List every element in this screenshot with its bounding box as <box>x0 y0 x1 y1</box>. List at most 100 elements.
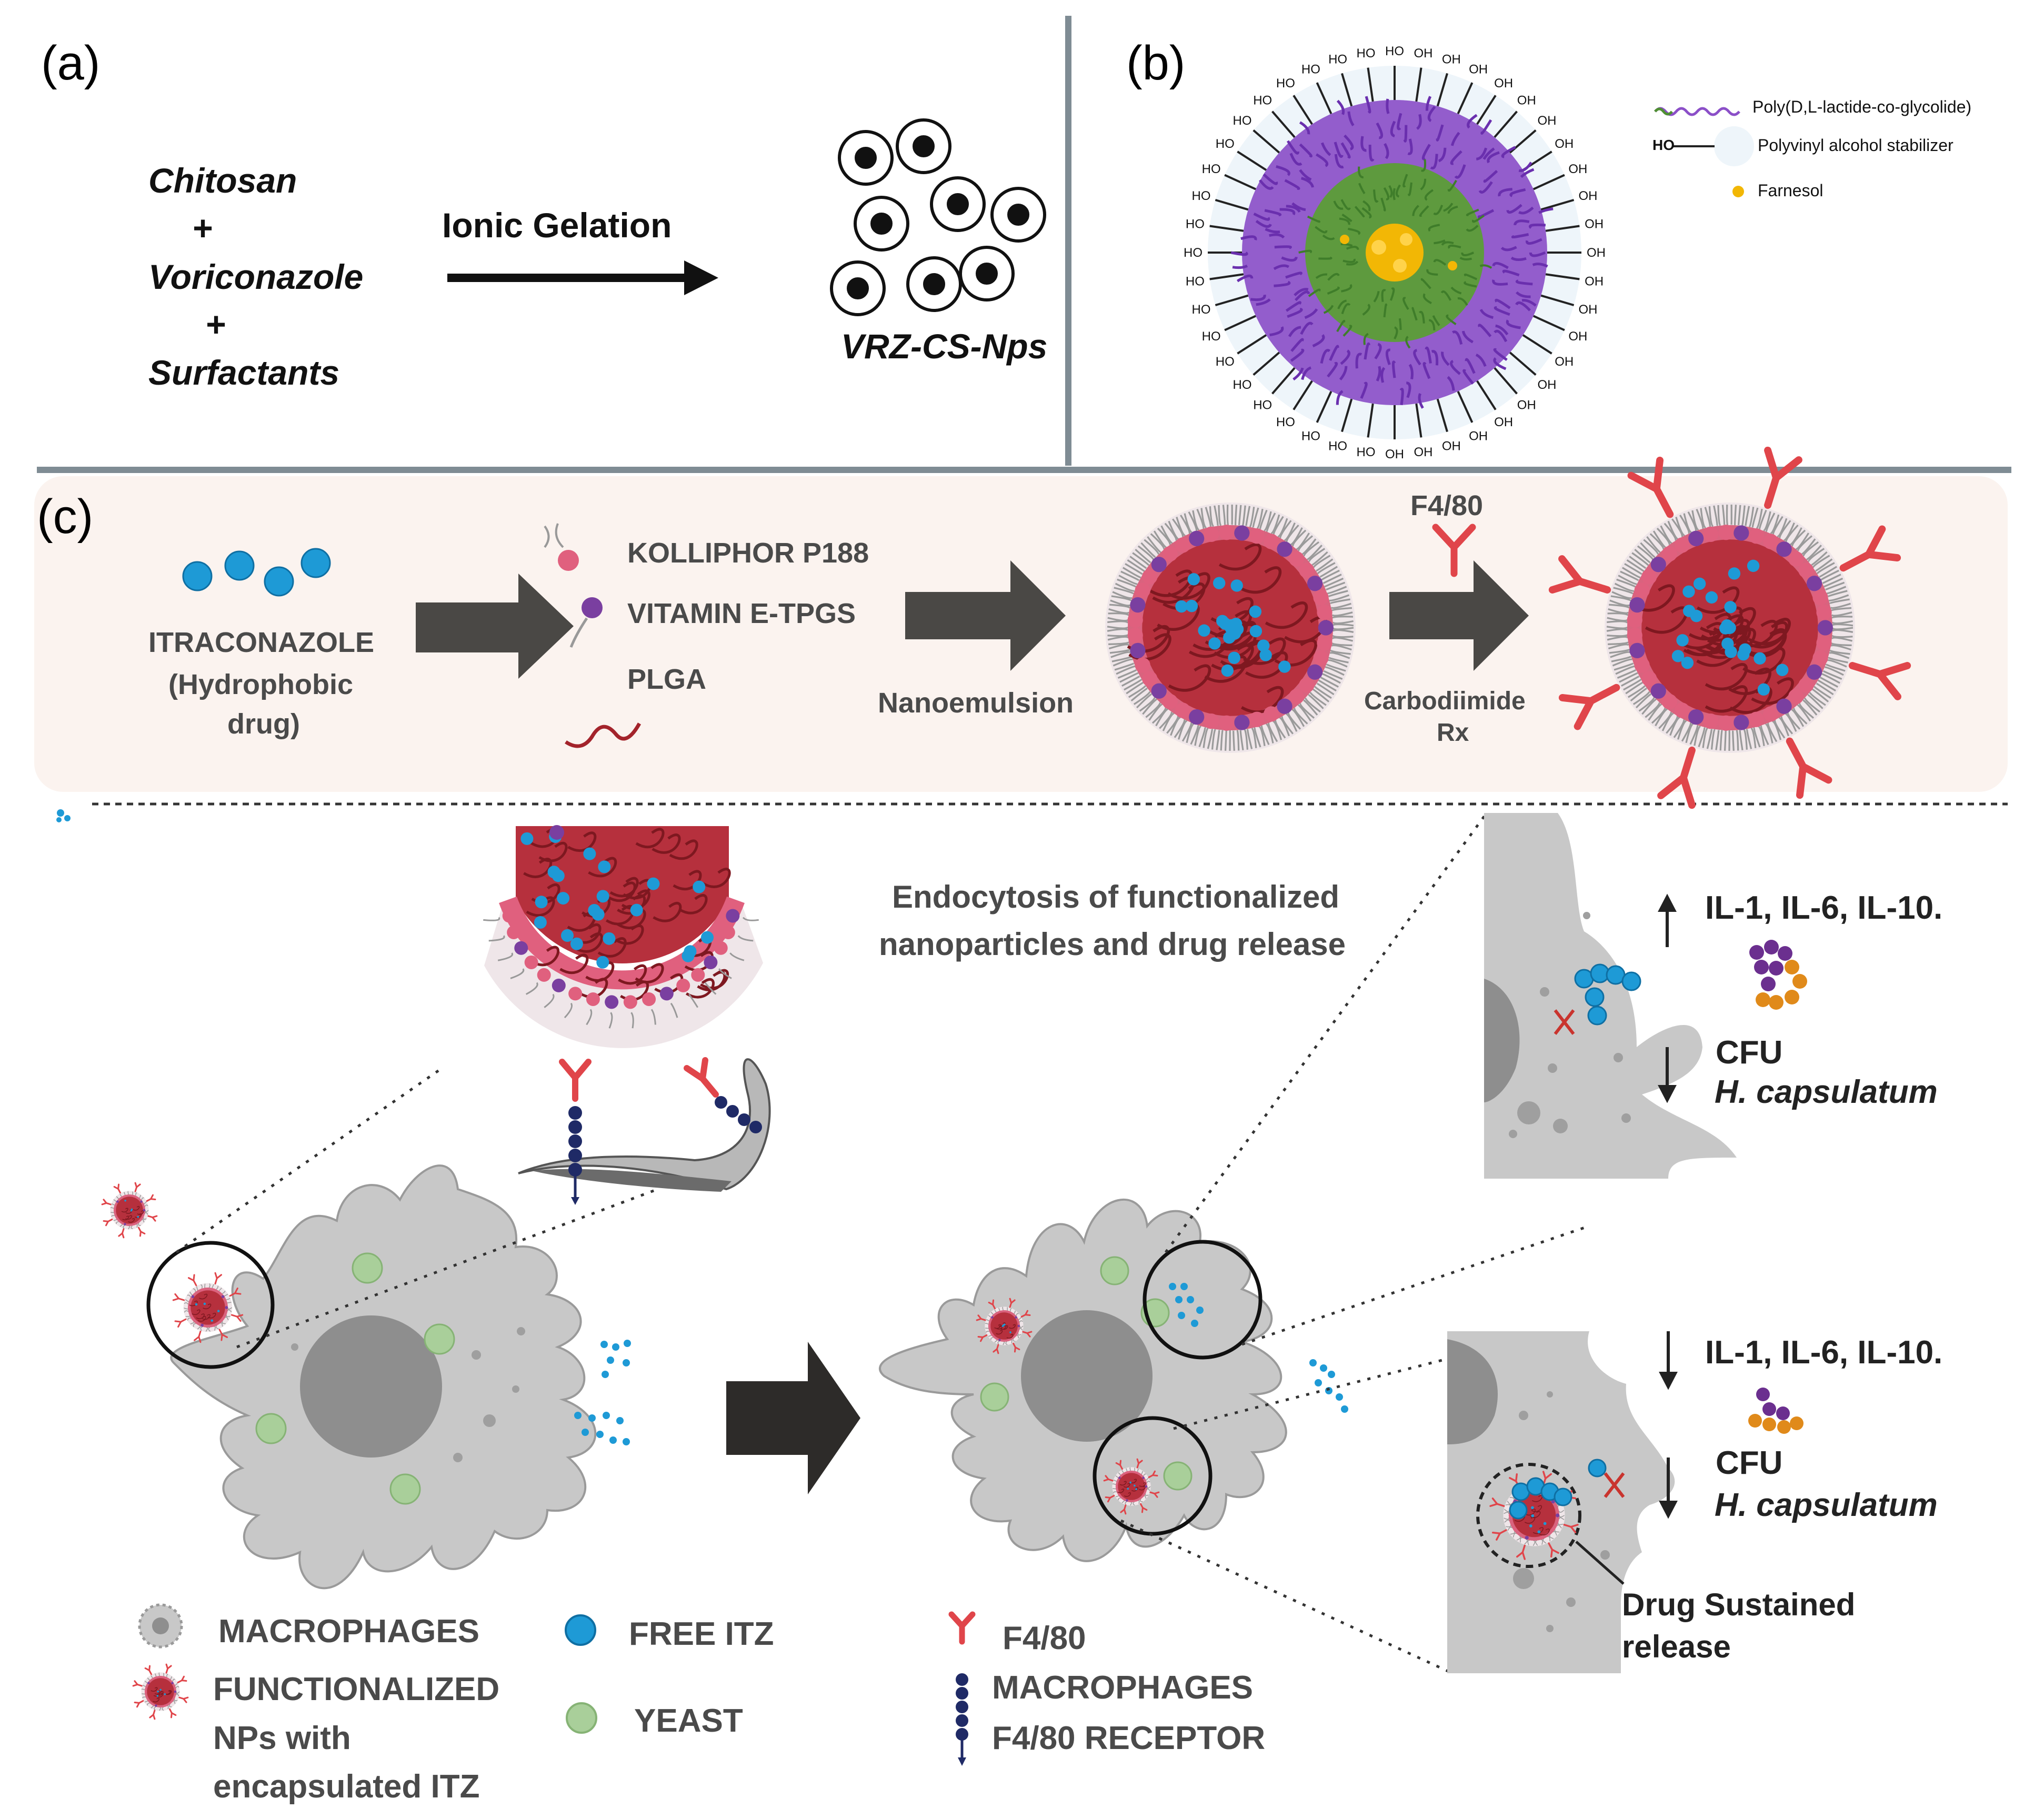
svg-text:OH: OH <box>1442 439 1461 453</box>
svg-text:OH: OH <box>1442 53 1461 67</box>
f480-legend-icon <box>951 1614 973 1642</box>
svg-text:OH: OH <box>1494 76 1513 91</box>
loose-nanoparticle <box>102 1183 157 1238</box>
up-arrow-icon <box>1660 897 1674 947</box>
main-arrow <box>726 1342 860 1494</box>
yeast-legend-icon <box>567 1703 596 1733</box>
nanoparticle-legend-icon <box>133 1664 188 1719</box>
method-label: Ionic Gelation <box>442 205 672 245</box>
reagent-plus-2: + <box>205 304 226 344</box>
farnesol-dot-icon <box>1732 186 1744 197</box>
svg-text:HO: HO <box>1253 94 1272 108</box>
svg-text:HO: HO <box>1233 378 1252 392</box>
svg-text:OH: OH <box>1537 114 1556 128</box>
svg-text:HO: HO <box>1186 275 1205 289</box>
legend-f480: F4/80 <box>1003 1620 1086 1657</box>
nanoemulsion-particle <box>1105 503 1356 753</box>
legend-pva-prefix: HO <box>1652 137 1675 154</box>
legend-yeast: YEAST <box>634 1702 743 1740</box>
svg-text:HO: HO <box>1184 246 1203 260</box>
zoomed-nanoparticle <box>483 825 763 1048</box>
svg-text:OH: OH <box>1568 329 1587 344</box>
legend-receptor-1: MACROPHAGES <box>992 1669 1253 1706</box>
inset-bottom-cfu: CFU <box>1716 1444 1782 1482</box>
legend-free-itz: FREE ITZ <box>629 1615 774 1653</box>
svg-text:HO: HO <box>1328 53 1347 67</box>
legend-farnesol: Farnesol <box>1758 181 1823 200</box>
svg-text:OH: OH <box>1537 378 1556 392</box>
legend-plga: Poly(D,L-lactide-co-glycolide) <box>1752 97 1971 117</box>
svg-text:OH: OH <box>1385 447 1404 461</box>
antibody-label: F4/80 <box>1410 489 1483 522</box>
svg-text:OH: OH <box>1517 398 1536 412</box>
reagent-surfactants: Surfactants <box>148 353 339 393</box>
inset-top-cytokines: IL-1, IL-6, IL-10. <box>1705 889 1942 927</box>
free-itz-legend-icon <box>566 1615 595 1645</box>
svg-text:OH: OH <box>1587 246 1606 260</box>
svg-text:OH: OH <box>1568 162 1587 176</box>
reagent-plus-1: + <box>192 208 213 248</box>
svg-text:OH: OH <box>1555 355 1574 369</box>
svg-text:OH: OH <box>1578 303 1597 317</box>
svg-text:HO: HO <box>1301 63 1320 77</box>
panel-b-label: (b) <box>1126 36 1185 91</box>
vrz-cs-nanoparticles <box>831 120 1045 315</box>
cytokines-top-icon <box>1749 940 1807 1010</box>
svg-text:HO: HO <box>1385 44 1404 58</box>
svg-text:HO: HO <box>1202 162 1221 176</box>
svg-text:HO: HO <box>1192 303 1211 317</box>
reagent-chitosan: Chitosan <box>148 160 297 200</box>
svg-text:OH: OH <box>1578 189 1597 203</box>
svg-text:OH: OH <box>1517 94 1536 108</box>
receptor-legend-icon <box>956 1673 968 1766</box>
svg-text:HO: HO <box>1276 76 1295 91</box>
pva-chain-icon <box>1714 126 1754 166</box>
macrophage-legend-icon <box>139 1605 182 1647</box>
down-arrow-icon-cyto <box>1661 1331 1675 1386</box>
legend-functionalized-1: FUNCTIONALIZED <box>213 1671 499 1708</box>
legend-macrophages: MACROPHAGES <box>218 1613 479 1650</box>
process-rx: Rx <box>1437 718 1469 747</box>
product-label: VRZ-CS-Nps <box>841 326 1047 366</box>
inset-bottom-organism: H. capsulatum <box>1715 1486 1938 1524</box>
drug-desc-2: drug) <box>227 708 300 740</box>
svg-text:OH: OH <box>1414 445 1433 459</box>
ionic-gelation-arrowhead <box>684 260 718 295</box>
svg-text:HO: HO <box>1356 445 1375 459</box>
svg-text:OH: OH <box>1494 415 1513 429</box>
svg-text:HO: HO <box>1202 329 1221 344</box>
zoom-line <box>1242 1226 1589 1344</box>
component-kolliphor: KOLLIPHOR P188 <box>627 537 869 569</box>
svg-text:HO: HO <box>1356 46 1375 61</box>
receptor-left <box>562 1062 588 1205</box>
inset-top-cell <box>1484 813 1737 1179</box>
svg-text:HO: HO <box>1276 415 1295 429</box>
panel-c-label: (c) <box>37 489 93 545</box>
process-carbodiimide: Carbodiimide <box>1364 687 1526 716</box>
legend-receptor-2: F4/80 RECEPTOR <box>992 1720 1265 1757</box>
svg-text:HO: HO <box>1253 398 1272 412</box>
polymer-chain-green-icon <box>1655 109 1672 114</box>
svg-text:HO: HO <box>1233 114 1252 128</box>
svg-text:HO: HO <box>1186 217 1205 231</box>
svg-text:HO: HO <box>1192 189 1211 203</box>
legend-functionalized-3: encapsulated ITZ <box>213 1768 479 1805</box>
svg-text:HO: HO <box>1328 439 1347 453</box>
svg-text:OH: OH <box>1555 137 1574 151</box>
zoom-line <box>1121 1521 1452 1673</box>
process-nanoemulsion: Nanoemulsion <box>878 687 1074 719</box>
svg-text:OH: OH <box>1469 63 1488 77</box>
release-label-1: Drug Sustained <box>1622 1586 1855 1623</box>
svg-text:HO: HO <box>1216 355 1235 369</box>
panel-a-label: (a) <box>41 36 100 91</box>
svg-text:HO: HO <box>1301 429 1320 443</box>
inset-top-cfu: CFU <box>1716 1034 1782 1071</box>
release-label-2: release <box>1622 1629 1731 1665</box>
cytokines-bottom-icon <box>1748 1388 1803 1434</box>
inset-bottom-cytokines: IL-1, IL-6, IL-10. <box>1705 1334 1942 1371</box>
svg-text:OH: OH <box>1585 275 1604 289</box>
drug-desc-1: (Hydrophobic <box>168 668 353 701</box>
endocytosis-caption-2: nanoparticles and drug release <box>879 926 1346 962</box>
macrophage-left-nucleus <box>300 1315 442 1458</box>
svg-text:HO: HO <box>1216 137 1235 151</box>
